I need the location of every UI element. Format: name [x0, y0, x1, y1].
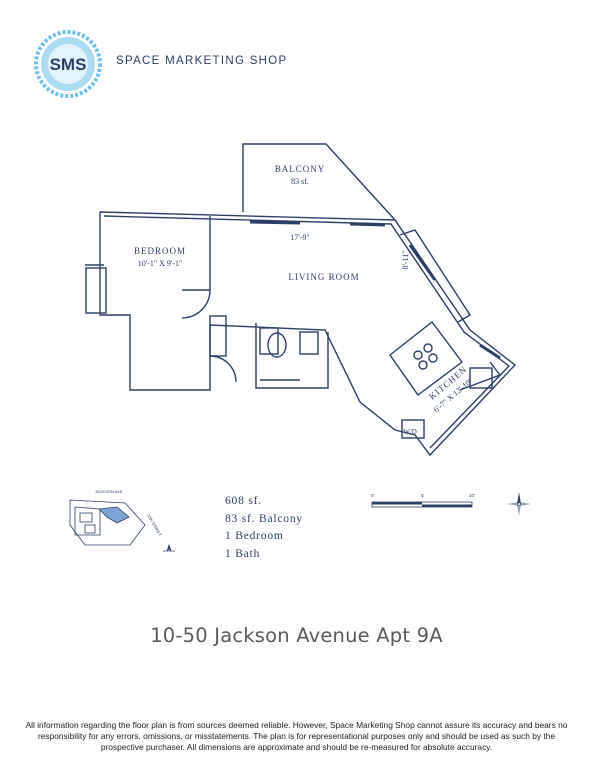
balcony-area: 83 sf. [291, 177, 309, 186]
scale-bar: 0' 5' 10' [371, 493, 475, 508]
living-room-label: LIVING ROOM [288, 272, 359, 282]
apartment-address: 10-50 Jackson Avenue Apt 9A [150, 624, 443, 647]
scale-label-5: 5' [421, 493, 425, 498]
key-plan: JACKSON AVE 10th STREET [69, 489, 175, 552]
wd-label: W/D [403, 428, 417, 436]
disclaimer-text: All information regarding the floor plan… [25, 720, 568, 752]
keyplan-unit-highlight [98, 506, 130, 524]
stat-baths: 1 Bath [225, 547, 261, 560]
stat-area: 608 sf. [225, 495, 262, 507]
stat-bedrooms: 1 Bedroom [225, 530, 284, 542]
compass-icon [507, 492, 531, 516]
balcony-outline [242, 143, 396, 221]
logo-text: SMS [50, 55, 87, 74]
balcony-label: BALCONY [275, 164, 326, 174]
bedroom-dims: 10'-1" X 9'-1" [138, 259, 183, 268]
floor-plan: BALCONY 83 sf. BEDROOM 10'-1" X 9'-1" LI… [85, 143, 517, 457]
exterior-wall [99, 211, 517, 457]
living-width-dim: 17'-9" [290, 233, 309, 242]
keyplan-compass-icon [163, 543, 175, 552]
bedroom-label: BEDROOM [134, 246, 186, 256]
brand-name: SPACE MARKETING SHOP [116, 55, 288, 67]
scale-label-0: 0' [371, 493, 375, 498]
kitchen-island [389, 321, 463, 396]
living-depth-dim: 8'-11" [401, 250, 410, 269]
unit-stats: 608 sf. 83 sf. Balcony 1 Bedroom 1 Bath [225, 493, 303, 563]
sms-logo: SMS [34, 30, 102, 98]
scale-label-10: 10' [469, 493, 475, 498]
keyplan-street-top: JACKSON AVE [95, 489, 123, 494]
keyplan-street-side: 10th STREET [146, 513, 163, 537]
stat-balcony: 83 sf. Balcony [225, 512, 303, 525]
